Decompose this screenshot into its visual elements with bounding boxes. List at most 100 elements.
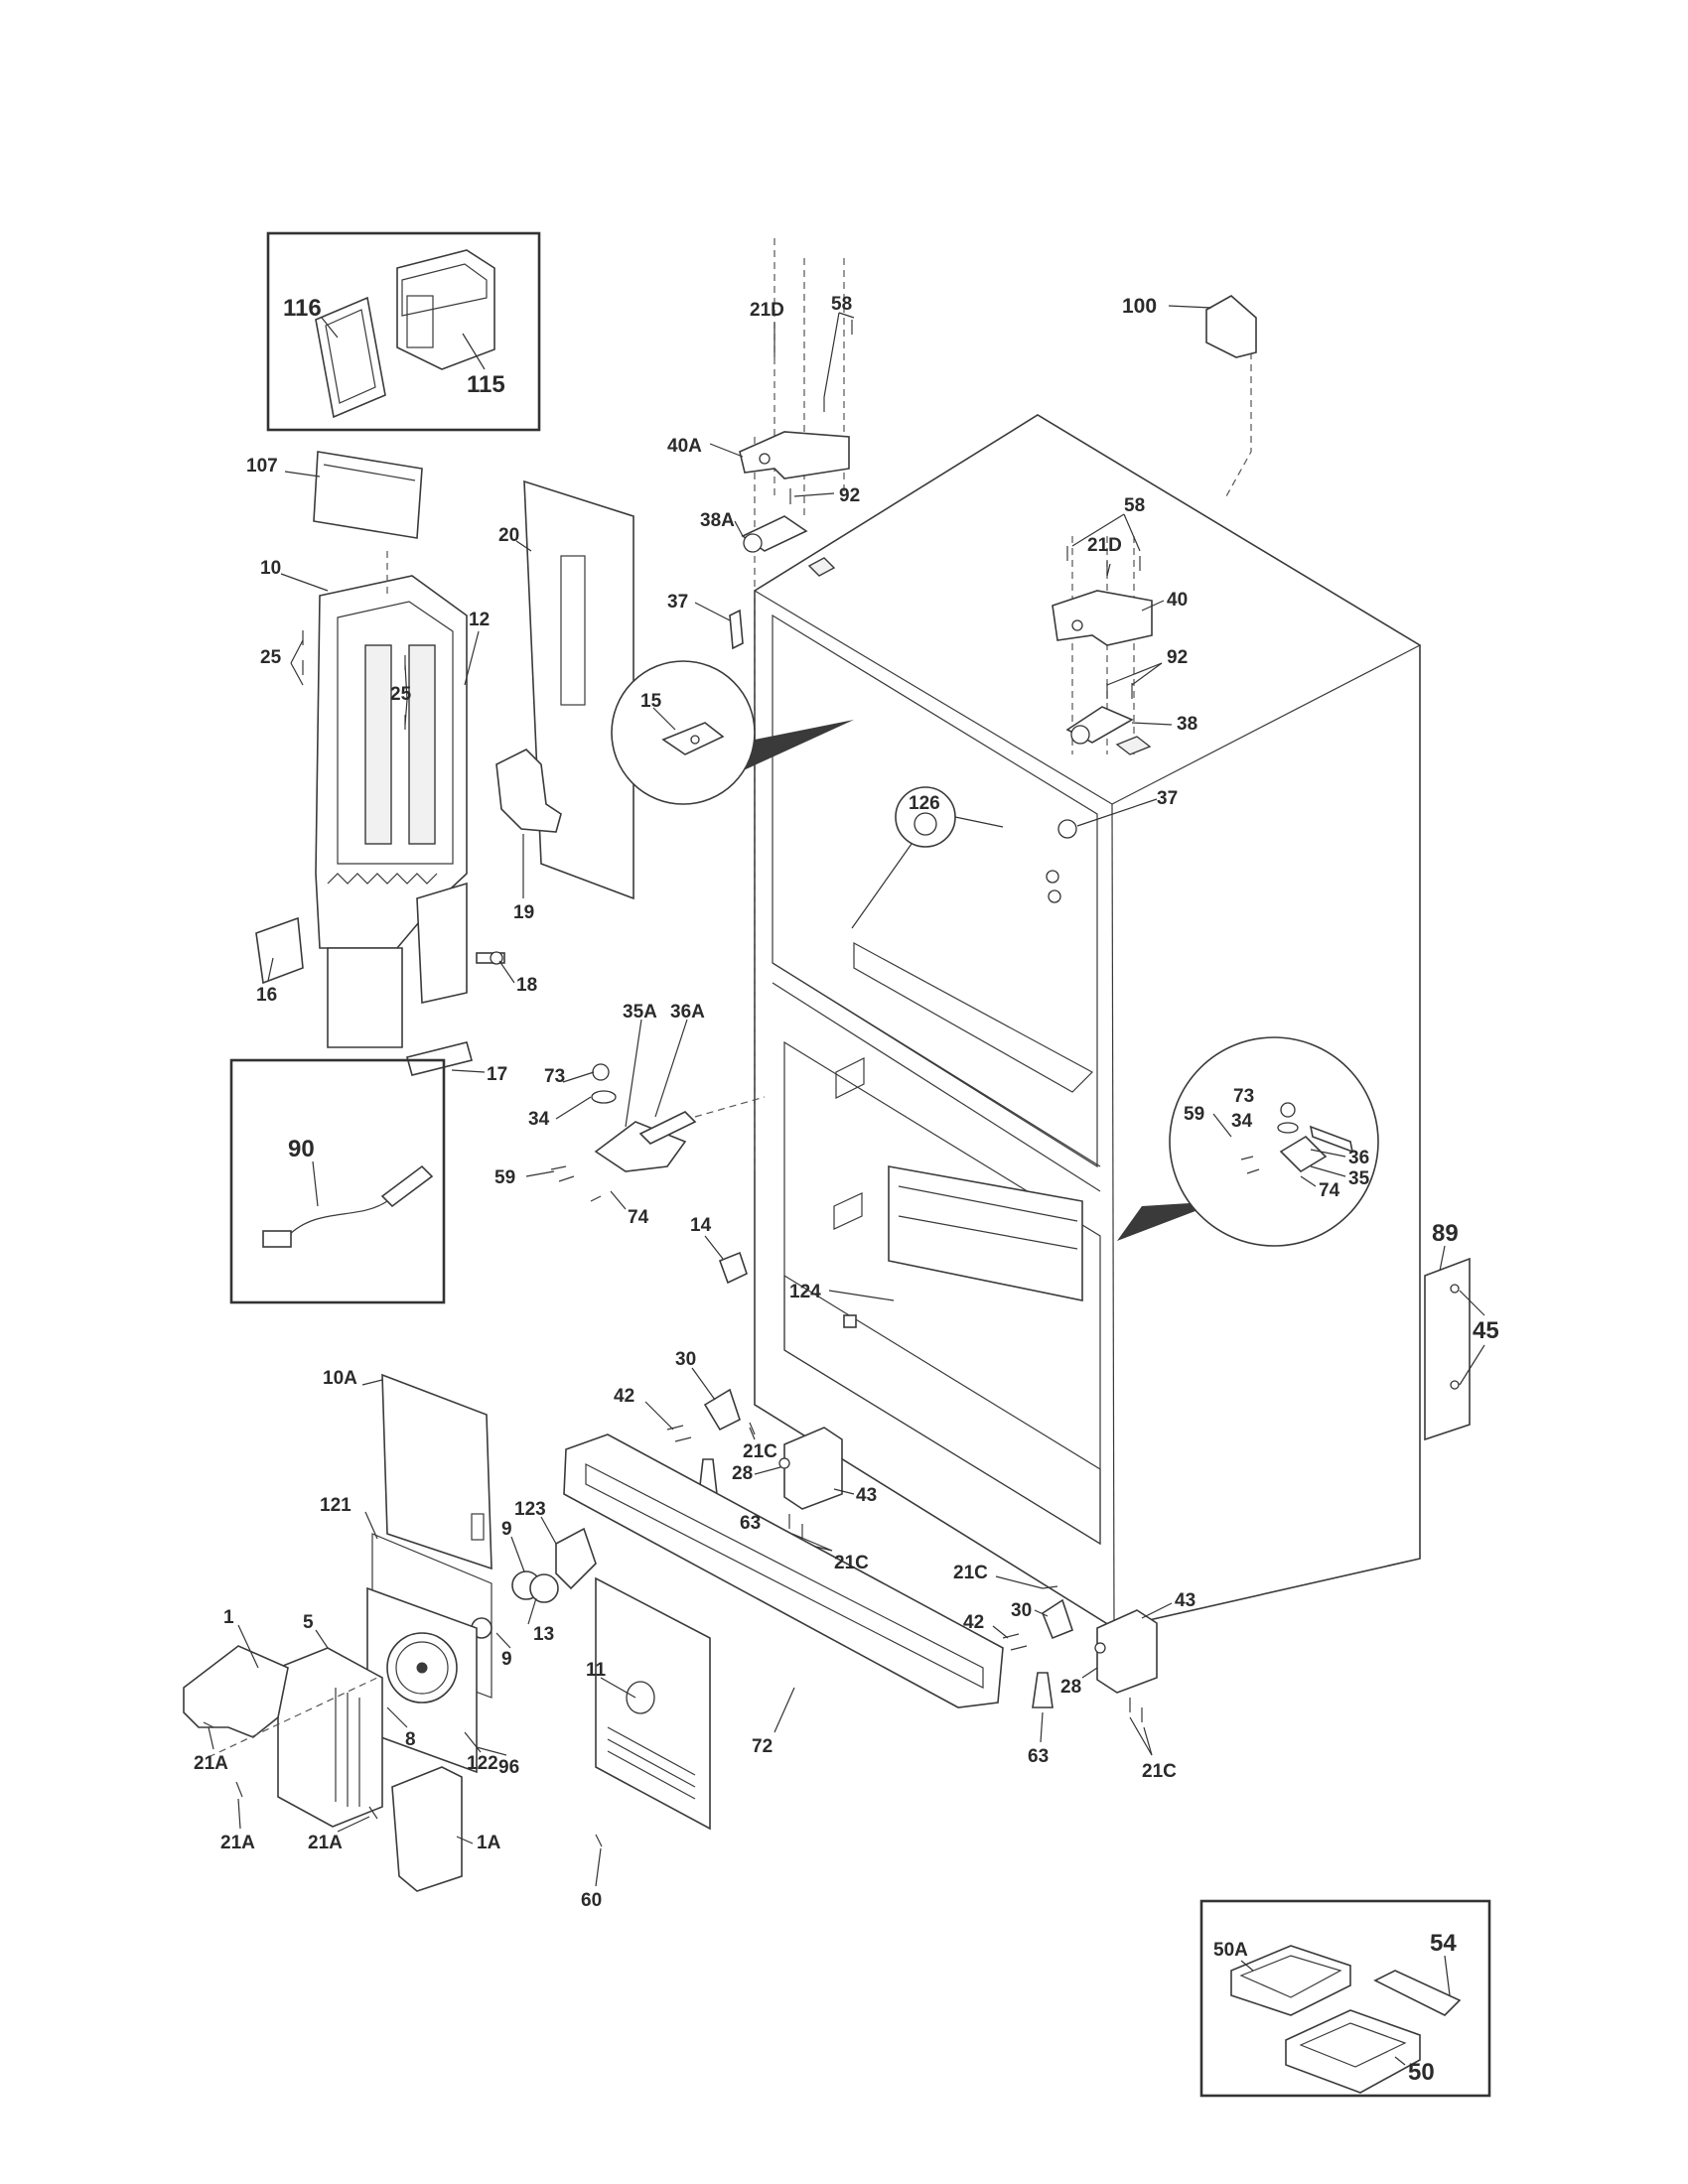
label-38a: 38A bbox=[700, 510, 735, 531]
part-38a-hinge-left bbox=[741, 515, 808, 553]
label-59-left: 59 bbox=[494, 1167, 515, 1188]
label-28-top: 28 bbox=[732, 1463, 753, 1484]
label-21a-a: 21A bbox=[194, 1753, 228, 1774]
part-122-96-evaporator-fan bbox=[366, 1586, 478, 1774]
label-38: 38 bbox=[1177, 714, 1197, 735]
part-number-labels: 116 115 107 10 12 20 25 25 19 16 18 17 9… bbox=[194, 294, 1499, 2086]
label-40a: 40A bbox=[667, 436, 702, 457]
label-16: 16 bbox=[256, 985, 277, 1006]
label-5: 5 bbox=[303, 1612, 314, 1633]
label-107: 107 bbox=[246, 456, 278, 477]
part-89-side-panel bbox=[1424, 1257, 1471, 1441]
hinge-shim-top-left bbox=[807, 557, 836, 577]
label-35: 35 bbox=[1348, 1168, 1370, 1189]
label-43-top: 43 bbox=[856, 1485, 877, 1506]
part-43-28-bottom-hinge-left bbox=[778, 1427, 843, 1510]
detail-circle-middle-hinge-right bbox=[1117, 1036, 1379, 1247]
label-12: 12 bbox=[469, 610, 490, 630]
label-37-top: 37 bbox=[667, 592, 688, 613]
part-123-bracket bbox=[555, 1527, 597, 1590]
label-43-bot: 43 bbox=[1175, 1590, 1196, 1611]
label-58-mid: 58 bbox=[1124, 495, 1145, 516]
label-21c-b: 21C bbox=[834, 1553, 869, 1573]
part-30-leveler-bracket-right bbox=[1042, 1598, 1073, 1640]
label-116: 116 bbox=[283, 295, 322, 322]
label-9b: 9 bbox=[501, 1649, 512, 1670]
part-11-rear-panel bbox=[595, 1576, 711, 1831]
part-10-12-duct-housing bbox=[315, 551, 468, 1048]
part-16-flap bbox=[255, 916, 304, 985]
label-74-right: 74 bbox=[1319, 1180, 1340, 1201]
label-50a: 50A bbox=[1213, 1940, 1248, 1961]
label-126: 126 bbox=[909, 793, 940, 814]
label-21c-c: 21C bbox=[953, 1563, 988, 1583]
screws-top bbox=[774, 320, 1141, 699]
part-17-pad bbox=[406, 1041, 473, 1076]
label-74-left: 74 bbox=[628, 1207, 649, 1228]
part-40-hinge-cover-right bbox=[1052, 590, 1153, 646]
part-115-ice-chute-housing bbox=[396, 249, 495, 370]
part-18-shaft bbox=[476, 951, 505, 965]
label-34-left: 34 bbox=[528, 1109, 550, 1130]
label-123: 123 bbox=[514, 1499, 546, 1520]
label-36a: 36A bbox=[670, 1002, 705, 1023]
label-50: 50 bbox=[1408, 2059, 1435, 2086]
label-28-bot: 28 bbox=[1060, 1677, 1081, 1698]
part-37-hinge-plug-right bbox=[1057, 819, 1077, 839]
label-92-mid: 92 bbox=[1167, 647, 1188, 668]
part-5-8-housing bbox=[277, 1647, 383, 1828]
part-107-foil-tape bbox=[313, 451, 423, 539]
hinge-shim-top-right bbox=[1115, 736, 1152, 755]
label-11: 11 bbox=[586, 1660, 607, 1681]
label-72: 72 bbox=[752, 1736, 773, 1757]
part-63-leveling-leg-right bbox=[1032, 1672, 1054, 1708]
label-10: 10 bbox=[260, 558, 281, 579]
part-9-13-motor bbox=[471, 1570, 559, 1639]
detail-circle-15 bbox=[611, 660, 854, 805]
label-1: 1 bbox=[223, 1607, 234, 1628]
label-42-bot: 42 bbox=[963, 1612, 984, 1633]
label-14: 14 bbox=[690, 1215, 712, 1236]
label-18: 18 bbox=[516, 975, 537, 996]
label-30-top: 30 bbox=[675, 1349, 696, 1370]
label-21a-b: 21A bbox=[220, 1833, 255, 1853]
part-72-toe-grille bbox=[563, 1433, 1004, 1708]
label-21a-c: 21A bbox=[308, 1833, 343, 1853]
label-21c-a: 21C bbox=[743, 1441, 777, 1462]
part-1a-drain bbox=[391, 1766, 463, 1892]
label-25b: 25 bbox=[390, 684, 412, 705]
part-37-hinge-shim-left bbox=[729, 609, 744, 650]
label-8: 8 bbox=[405, 1729, 416, 1750]
part-40a-hinge-cover-left bbox=[739, 431, 850, 479]
label-21d-top: 21D bbox=[750, 300, 784, 321]
part-50-bin bbox=[1285, 2009, 1421, 2094]
part-30-leveler-bracket-left bbox=[703, 1388, 741, 1432]
label-122: 122 bbox=[467, 1753, 498, 1774]
part-50a-tray bbox=[1230, 1945, 1351, 2016]
label-30-bot: 30 bbox=[1011, 1600, 1032, 1621]
part-116-gasket bbox=[315, 296, 386, 419]
label-1a: 1A bbox=[477, 1833, 501, 1853]
label-19: 19 bbox=[513, 902, 534, 923]
part-54-strip bbox=[1373, 1970, 1462, 2016]
label-73-right: 73 bbox=[1233, 1086, 1254, 1107]
label-63-bot: 63 bbox=[1028, 1746, 1049, 1767]
part-1-cover bbox=[183, 1645, 289, 1738]
label-92-top: 92 bbox=[839, 485, 860, 506]
label-124: 124 bbox=[789, 1282, 821, 1302]
part-20-insulation-panel bbox=[523, 479, 634, 900]
label-37-mid: 37 bbox=[1157, 788, 1178, 809]
label-63-top: 63 bbox=[740, 1513, 761, 1534]
label-17: 17 bbox=[487, 1064, 507, 1085]
part-73-34-left bbox=[591, 1063, 617, 1104]
label-59-right: 59 bbox=[1184, 1104, 1204, 1125]
part-10a-fan-shroud bbox=[381, 1373, 492, 1570]
label-15: 15 bbox=[640, 691, 662, 712]
label-40: 40 bbox=[1167, 590, 1188, 611]
part-43-28-bottom-hinge-right bbox=[1094, 1609, 1158, 1694]
label-21d-mid: 21D bbox=[1087, 535, 1122, 556]
detail-circle-126 bbox=[851, 786, 1004, 929]
inset-box-wire-harness bbox=[229, 1058, 446, 1304]
label-10a: 10A bbox=[323, 1368, 357, 1389]
label-60: 60 bbox=[581, 1890, 602, 1911]
